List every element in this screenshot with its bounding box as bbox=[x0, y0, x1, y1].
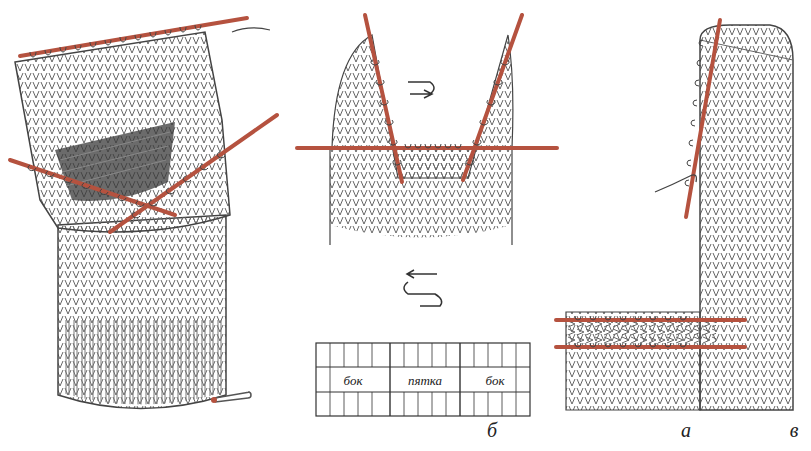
panel-letter: в bbox=[790, 420, 799, 440]
panel-letter: б bbox=[487, 420, 497, 440]
table-cell: бок bbox=[486, 374, 505, 387]
table-cell: бок bbox=[344, 374, 363, 387]
panel-a bbox=[10, 18, 277, 409]
panel-b bbox=[297, 15, 557, 306]
panel-v bbox=[556, 20, 793, 410]
panel-letter: а bbox=[681, 420, 691, 440]
table-cell: пятка bbox=[408, 374, 442, 387]
table-grid bbox=[316, 343, 530, 416]
